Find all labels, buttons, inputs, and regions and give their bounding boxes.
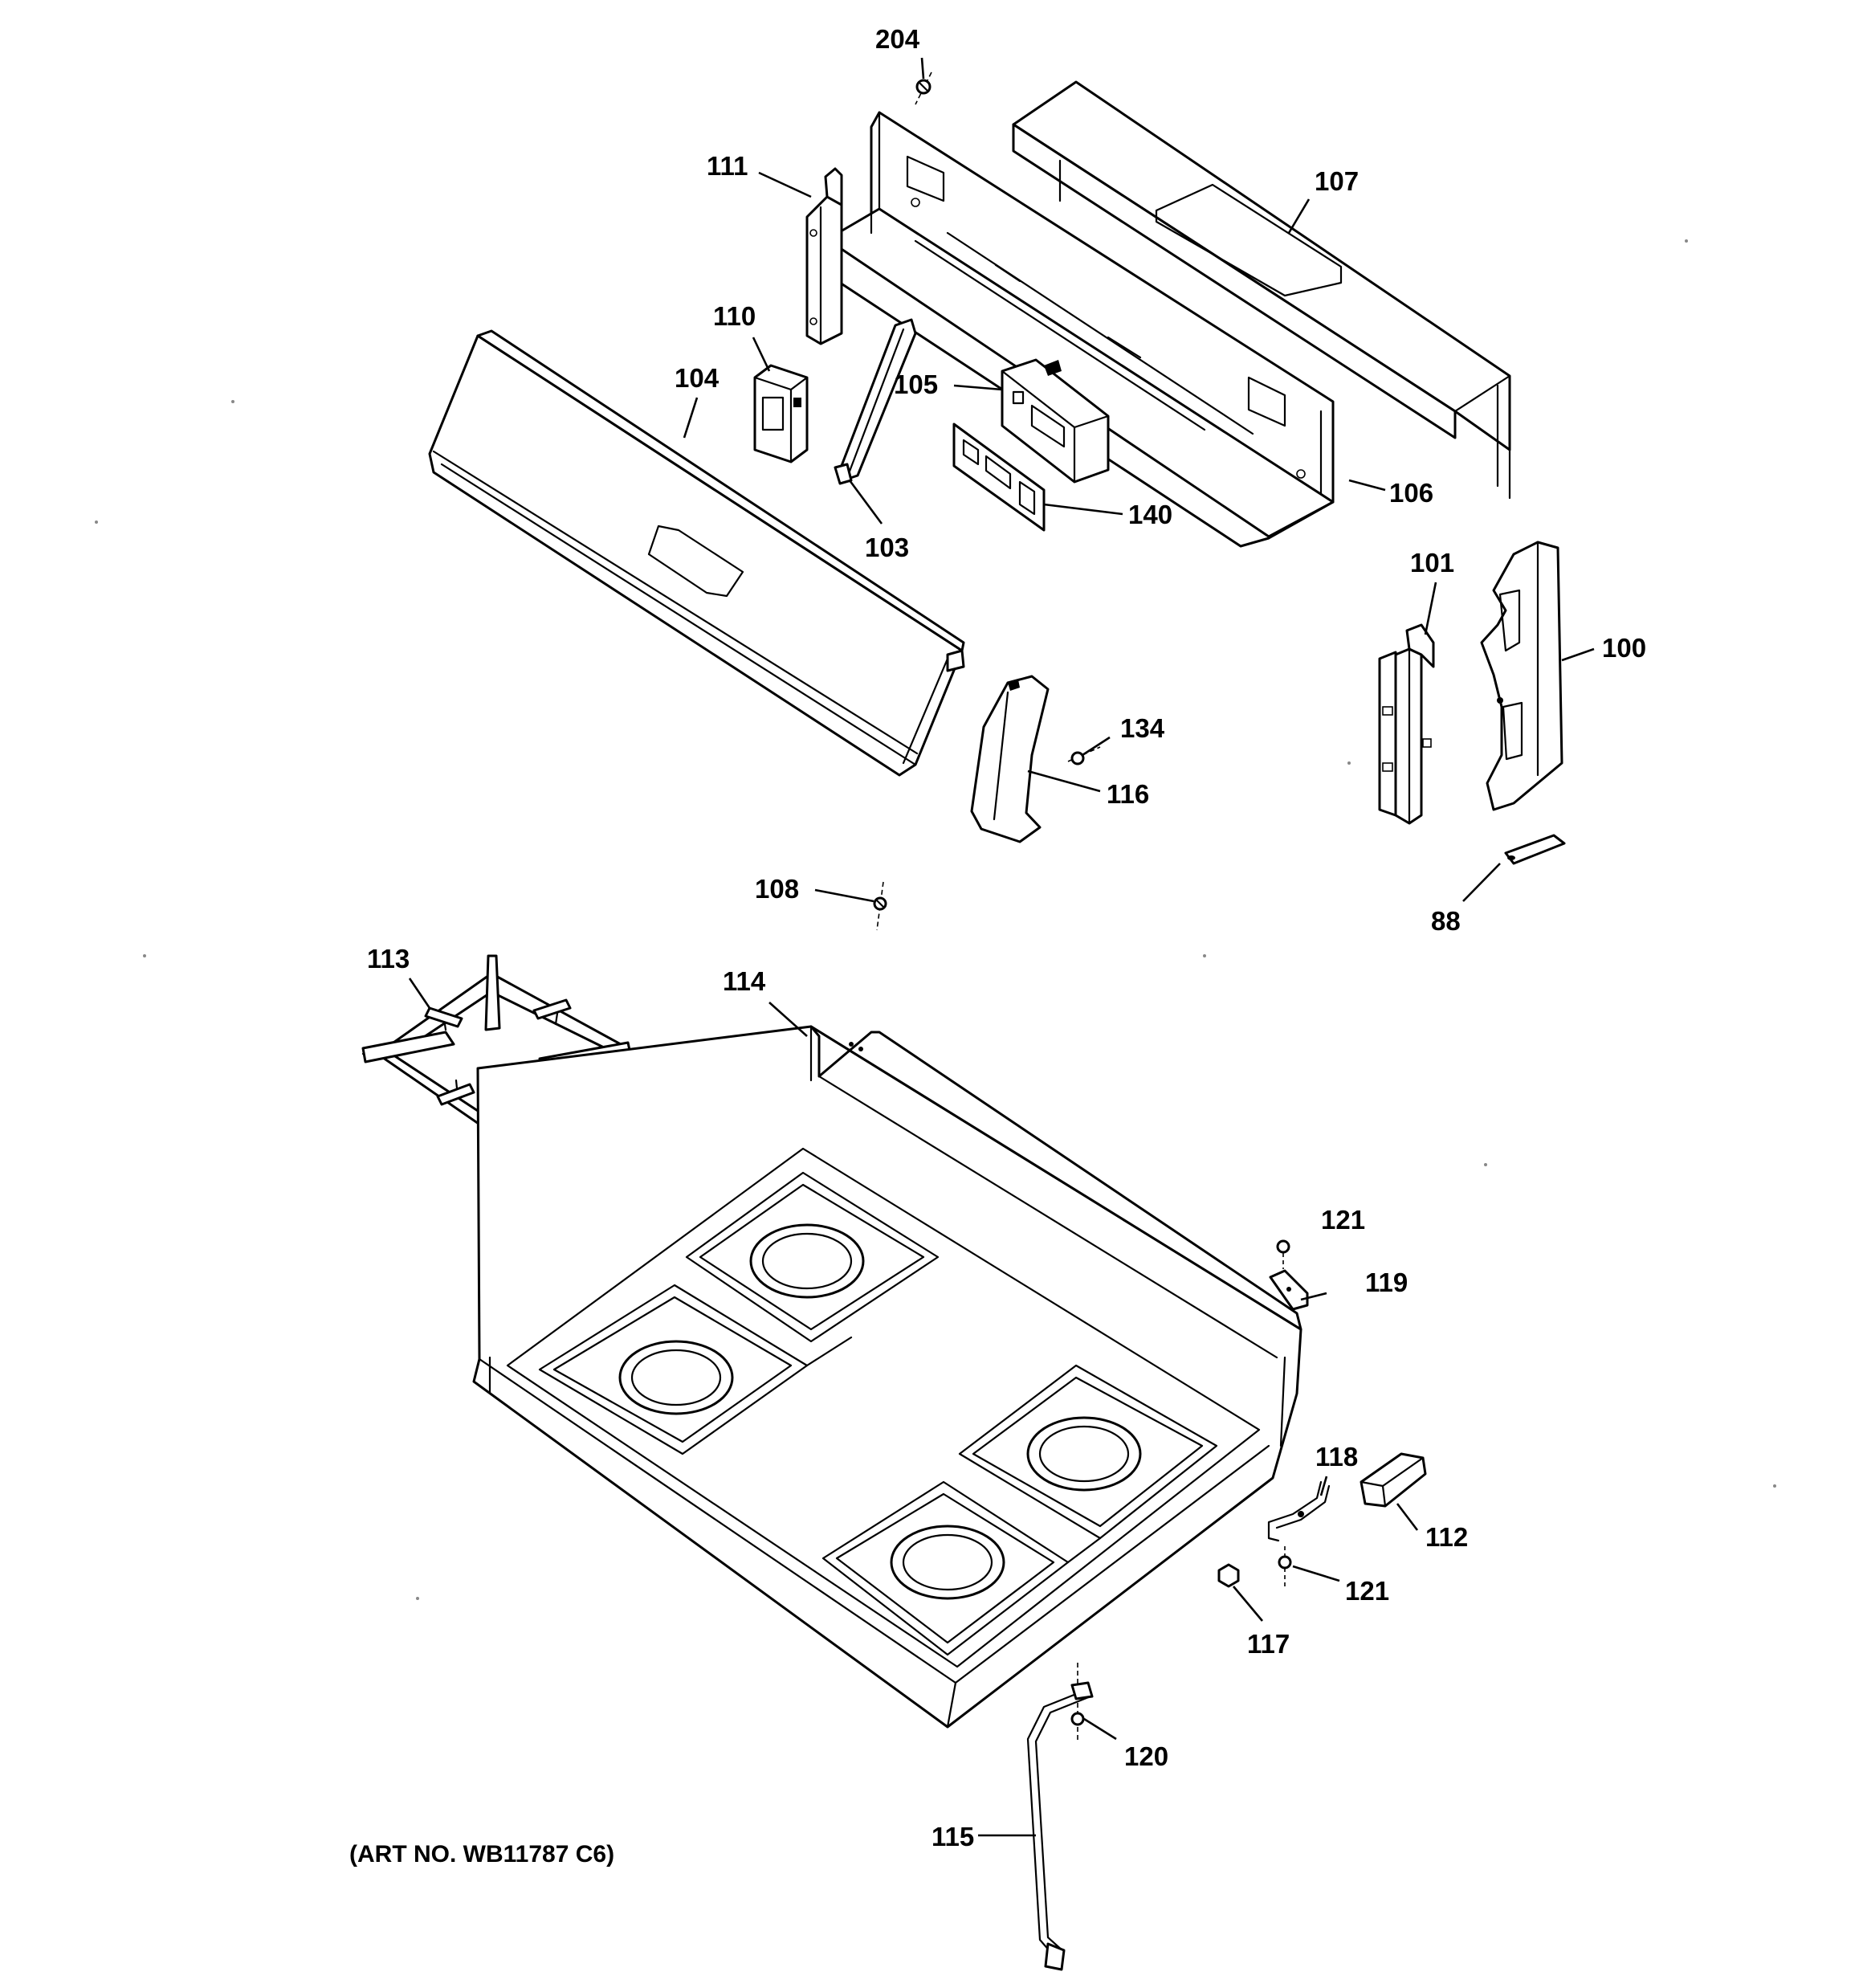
part-120-screw <box>1070 1663 1085 1743</box>
part-106-backguard-frame <box>826 111 1335 548</box>
callout-120: 120 <box>1124 1741 1168 1771</box>
part-121-screw-lower <box>1278 1546 1292 1586</box>
part-101-bracket <box>1378 623 1435 825</box>
part-118-bracket <box>1267 1480 1331 1542</box>
callout-105: 105 <box>894 369 938 399</box>
part-119-bracket <box>1269 1269 1309 1311</box>
callout-117: 117 <box>1247 1629 1290 1659</box>
callout-112: 112 <box>1425 1522 1468 1552</box>
part-107-rear-cover <box>1012 80 1511 500</box>
part-204-screw <box>915 71 932 105</box>
callout-119: 119 <box>1365 1268 1408 1297</box>
part-108-screw <box>873 881 887 931</box>
callout-114: 114 <box>723 966 766 996</box>
part-116-end-cap <box>970 675 1050 843</box>
part-104-control-panel <box>428 329 965 777</box>
part-112-latch <box>1360 1452 1427 1508</box>
callout-121-upper: 121 <box>1321 1205 1365 1235</box>
part-115-rod <box>1026 1681 1094 1971</box>
callout-88: 88 <box>1431 906 1461 936</box>
callout-107: 107 <box>1315 166 1359 196</box>
part-88-strip <box>1504 834 1566 865</box>
callout-113: 113 <box>367 944 410 974</box>
callout-110: 110 <box>713 301 756 331</box>
callout-100: 100 <box>1602 633 1646 663</box>
callout-204: 204 <box>875 24 920 54</box>
callout-140: 140 <box>1128 500 1172 529</box>
scan-specks <box>95 239 1776 1600</box>
callout-115: 115 <box>932 1822 974 1851</box>
callout-106: 106 <box>1389 478 1433 508</box>
callout-118: 118 <box>1315 1442 1358 1472</box>
part-105-clock-control <box>1001 358 1110 484</box>
part-114-cooktop <box>472 1025 1302 1729</box>
callout-108: 108 <box>755 874 799 904</box>
callout-111: 111 <box>707 151 748 181</box>
callout-103: 103 <box>865 533 909 562</box>
callout-labels: 204 111 107 110 104 105 106 140 103 101 … <box>349 24 1646 1868</box>
part-103-strap <box>834 318 917 485</box>
part-111-bracket <box>805 167 843 345</box>
part-117-nut <box>1217 1563 1240 1588</box>
callout-101: 101 <box>1410 548 1454 578</box>
callout-116: 116 <box>1107 779 1149 809</box>
callout-121-lower: 121 <box>1345 1576 1389 1606</box>
callout-134: 134 <box>1120 713 1165 743</box>
part-140-overlay <box>952 423 1046 532</box>
part-134-screw <box>1067 746 1101 765</box>
part-121-screw-upper <box>1276 1239 1290 1269</box>
leader-lines <box>408 57 1595 1837</box>
part-100-side-trim <box>1480 541 1563 811</box>
art-number-label: (ART NO. WB11787 C6) <box>349 1841 614 1868</box>
callout-104: 104 <box>675 363 720 393</box>
part-110-spark-module <box>753 364 809 463</box>
